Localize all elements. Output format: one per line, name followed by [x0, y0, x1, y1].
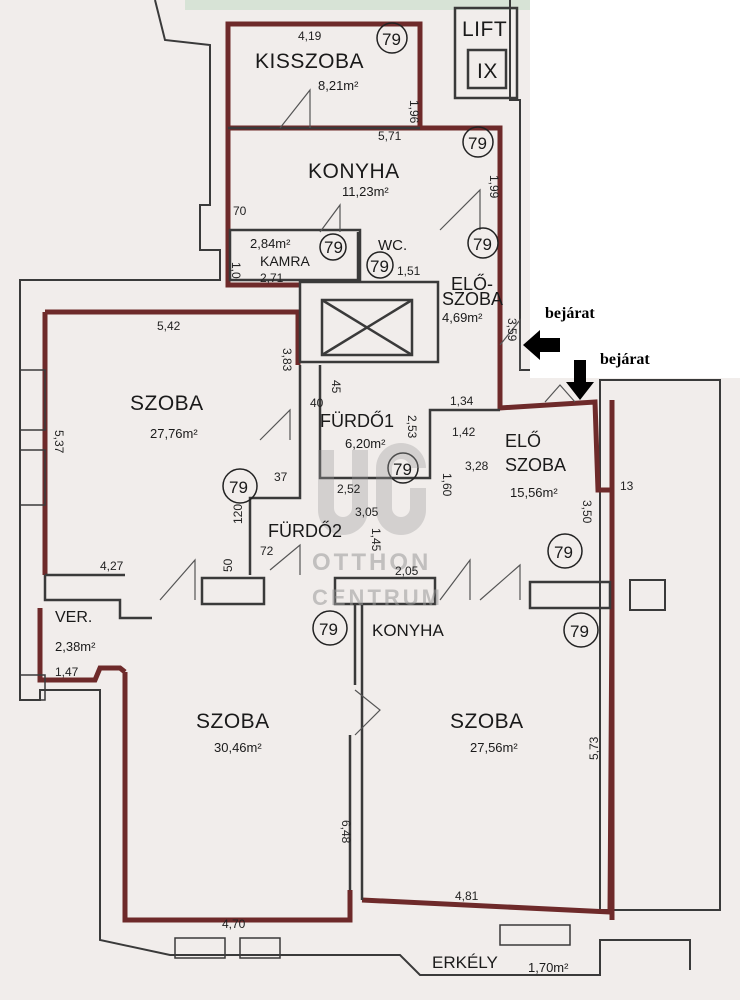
- dim-label: 3,83: [280, 348, 294, 372]
- room-konyha-top-name: KONYHA: [308, 160, 400, 183]
- dim-label: 1,34: [450, 394, 474, 408]
- dim-label: 3,50: [580, 500, 594, 524]
- room-number-circles: [222, 22, 599, 648]
- room-eloszoba2-area: 15,56m²: [510, 485, 558, 500]
- top-strip: [185, 0, 530, 10]
- room-eloszoba2-num: 79: [554, 543, 573, 562]
- room-furdo2-name: FÜRDŐ2: [268, 520, 342, 541]
- dim-label: 1,0: [229, 262, 243, 279]
- dim-label: 5,71: [378, 129, 402, 143]
- watermark-logo: [318, 443, 426, 535]
- dim-label: 13: [620, 479, 634, 493]
- room-szoba-left-area: 27,76m²: [150, 426, 198, 441]
- room-konyha-top-num: 79: [468, 134, 487, 153]
- room-eloszoba1-area: 4,69m²: [442, 310, 483, 325]
- dim-label: 2,53: [405, 415, 419, 439]
- dim-label: 4,70: [222, 917, 246, 931]
- room-eloszoba2-name-2: SZOBA: [505, 455, 566, 475]
- room-konyha-top-area: 11,23m²: [342, 184, 389, 199]
- room-szoba-left-name: SZOBA: [130, 392, 204, 415]
- room-kisszoba-area: 8,21m²: [318, 78, 359, 93]
- room-kisszoba-name: KISSZOBA: [255, 50, 364, 73]
- entrance-arrow-down: [566, 360, 594, 400]
- dim-label: 37: [274, 470, 288, 484]
- dim-label: 50: [221, 558, 235, 572]
- room-wc-name: WC.: [378, 237, 407, 254]
- dimension-labels: 4,19 1,96 5,71 1,99 70 1,0 2,71 1,51 3,5…: [52, 29, 634, 931]
- entrance-arrow-left: [523, 330, 560, 360]
- dim-label: 70: [233, 204, 247, 218]
- room-kamra-num: 79: [324, 238, 343, 257]
- dim-label: 2,52: [337, 482, 361, 496]
- dim-label: 5,37: [52, 430, 66, 454]
- dim-label: 2,71: [260, 271, 284, 285]
- dim-label: 1,96: [407, 100, 421, 124]
- room-furdo1-area: 6,20m²: [345, 436, 386, 451]
- room-eloszoba1-name-2: SZOBA: [442, 289, 503, 309]
- room-eloszoba1-name-1: ELŐ-: [451, 273, 493, 294]
- watermark-line2: CENTRUM: [312, 585, 443, 610]
- room-szoba-bl-name: SZOBA: [196, 710, 270, 733]
- room-eloszoba2-name-1: ELŐ: [505, 430, 541, 451]
- dim-label: 3,59: [505, 318, 519, 342]
- room-kamra-area: 2,84m²: [250, 236, 291, 251]
- dim-label: 1,60: [440, 473, 454, 497]
- room-wc-num: 79: [370, 257, 389, 276]
- dim-label: 45: [329, 380, 343, 394]
- interior-walls: [37, 21, 615, 923]
- dim-label: 4,81: [455, 889, 479, 903]
- room-szoba-left-num: 79: [229, 478, 248, 497]
- dim-label: 5,73: [587, 736, 601, 760]
- dim-label: 40: [310, 396, 324, 410]
- dim-label: 2,05: [395, 564, 419, 578]
- room-szoba-bl-area: 30,46m²: [214, 740, 262, 755]
- lift-num: IX: [477, 60, 498, 83]
- dim-label: 1,47: [55, 665, 79, 679]
- room-szoba-br-area: 27,56m²: [470, 740, 518, 755]
- watermark: OTTHON CENTRUM: [312, 443, 443, 610]
- dim-label: 3,28: [465, 459, 489, 473]
- room-furdo1-name: FÜRDŐ1: [320, 410, 394, 431]
- dim-label: 1,45: [369, 528, 383, 552]
- room-szoba-br-num: 79: [570, 622, 589, 641]
- lift-name: LIFT: [462, 18, 507, 41]
- entrance-arrows: [523, 330, 594, 400]
- dim-label: 6,48: [339, 820, 353, 844]
- room-erkely-area: 1,70m²: [528, 960, 569, 975]
- dim-label: 72: [260, 544, 274, 558]
- dim-label: 1,42: [452, 425, 476, 439]
- dim-label: 1,51: [397, 264, 421, 278]
- dim-label: 1,99: [487, 175, 501, 199]
- windows: [19, 369, 571, 959]
- room-erkely-name: ERKÉLY: [432, 953, 498, 972]
- watermark-line1: OTTHON: [312, 549, 431, 576]
- room-kisszoba-num: 79: [382, 30, 401, 49]
- room-ver-name: VER.: [55, 609, 92, 626]
- room-szoba-br-name: SZOBA: [450, 710, 524, 733]
- room-konyha-mid-name: KONYHA: [372, 621, 444, 640]
- dim-label: 5,42: [157, 319, 181, 333]
- entrance-label-b: bejárat: [600, 351, 650, 368]
- room-labels: KISSZOBA 8,21m² 79 KONYHA 11,23m² 79 2,8…: [55, 18, 589, 975]
- room-kamra-name: KAMRA: [260, 253, 310, 269]
- dim-label: 4,19: [298, 29, 322, 43]
- dim-label: 3,05: [355, 505, 379, 519]
- room-ver-area: 2,38m²: [55, 639, 96, 654]
- room-eloszoba1-num: 79: [473, 235, 492, 254]
- room-furdo1-num: 79: [393, 460, 412, 479]
- door-swings: [159, 88, 576, 736]
- dim-label: 4,27: [100, 559, 124, 573]
- dim-label: 120: [231, 504, 245, 524]
- entrance-label-a: bejárat: [545, 305, 595, 322]
- room-konyha-mid-num: 79: [319, 620, 338, 639]
- white-corner: [530, 0, 740, 378]
- partitions: [43, 6, 612, 900]
